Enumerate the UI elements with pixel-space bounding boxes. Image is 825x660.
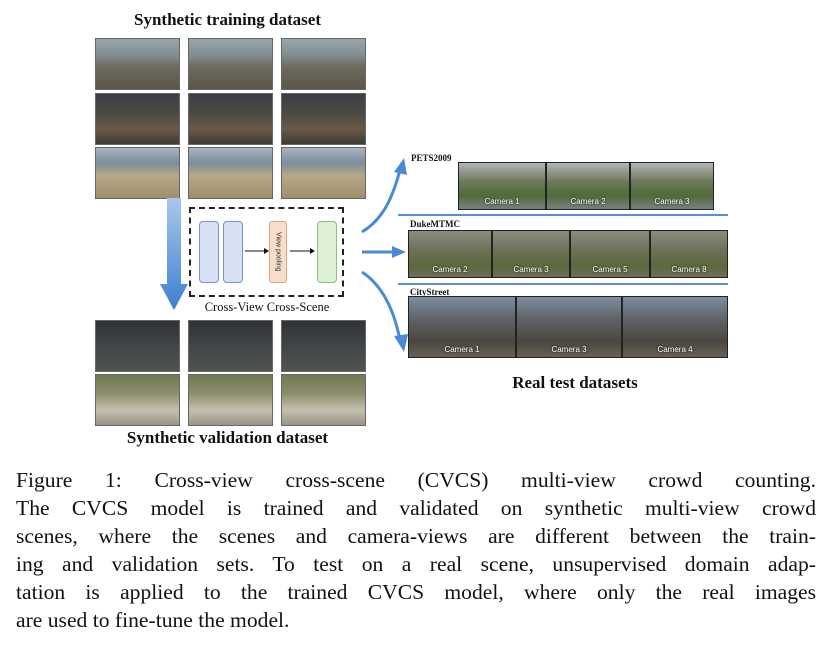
domain-adaptation-arrows-icon: [361, 158, 408, 352]
caption-line: ing and validation sets. To test on a re…: [16, 552, 816, 576]
training-image: [281, 38, 366, 90]
pets-camera-image: Camera 1: [458, 162, 546, 210]
training-image: [188, 147, 273, 199]
citystreet-camera-image: Camera 3: [516, 296, 622, 358]
caption-line: scenes, where the scenes and camera-view…: [16, 524, 816, 548]
camera-label: Camera 2: [570, 197, 606, 206]
validation-image: [95, 374, 180, 426]
decoder-block: [317, 221, 337, 283]
training-image: [95, 93, 180, 145]
camera-label: Camera 4: [657, 345, 693, 354]
encoder-block: [199, 221, 219, 283]
pets-camera-image: Camera 3: [630, 162, 714, 210]
training-image: [188, 38, 273, 90]
training-dataset-title: Synthetic training dataset: [134, 10, 321, 29]
camera-label: Camera 2: [432, 265, 468, 274]
training-image: [281, 93, 366, 145]
pets-camera-image: Camera 2: [546, 162, 630, 210]
validation-image: [188, 374, 273, 426]
duke-camera-image: Camera 5: [570, 230, 650, 278]
duke-camera-image: Camera 8: [650, 230, 728, 278]
camera-label: Camera 1: [444, 345, 480, 354]
duke-camera-image: Camera 3: [492, 230, 570, 278]
camera-label: Camera 5: [592, 265, 628, 274]
view-pooling-block: View pooling: [269, 221, 287, 283]
camera-label: Camera 3: [513, 265, 549, 274]
camera-label: Camera 1: [484, 197, 520, 206]
caption-line: The CVCS model is trained and validated …: [16, 496, 816, 520]
validation-image: [95, 320, 180, 372]
cvcs-model-box: View pooling: [189, 207, 344, 297]
citystreet-camera-image: Camera 4: [622, 296, 728, 358]
figure-caption: Figure 1: Cross-view cross-scene (CVCS) …: [16, 466, 816, 634]
real-test-datasets-title: Real test datasets: [512, 373, 638, 392]
validation-image: [188, 320, 273, 372]
duke-camera-image: Camera 2: [408, 230, 492, 278]
validation-dataset-title: Synthetic validation dataset: [126, 428, 329, 447]
caption-line: are used to fine-tune the model.: [16, 608, 290, 632]
citystreet-camera-image: Camera 1: [408, 296, 516, 358]
dataset-separator: [398, 214, 728, 216]
training-image: [188, 93, 273, 145]
training-image: [95, 38, 180, 90]
model-flow-arrows-icon: [245, 248, 315, 254]
dataset-name-citystreet: CityStreet: [410, 287, 450, 297]
training-image: [95, 147, 180, 199]
camera-label: Camera 3: [654, 197, 690, 206]
validation-image: [281, 320, 366, 372]
dataset-name-dukemtmc: DukeMTMC: [410, 219, 460, 229]
validation-image: [281, 374, 366, 426]
caption-line: tation is applied to the trained CVCS mo…: [16, 580, 816, 604]
camera-label: Camera 8: [671, 265, 707, 274]
train-to-validation-arrow-icon: [160, 198, 188, 310]
camera-label: Camera 3: [551, 345, 587, 354]
caption-line: Figure 1: Cross-view cross-scene (CVCS) …: [16, 468, 816, 492]
training-image: [281, 147, 366, 199]
encoder-block: [223, 221, 243, 283]
dataset-name-pets2009: PETS2009: [411, 153, 452, 163]
view-pooling-label: View pooling: [274, 232, 282, 272]
model-label: Cross-View Cross-Scene: [204, 300, 330, 314]
dataset-separator: [398, 283, 728, 285]
